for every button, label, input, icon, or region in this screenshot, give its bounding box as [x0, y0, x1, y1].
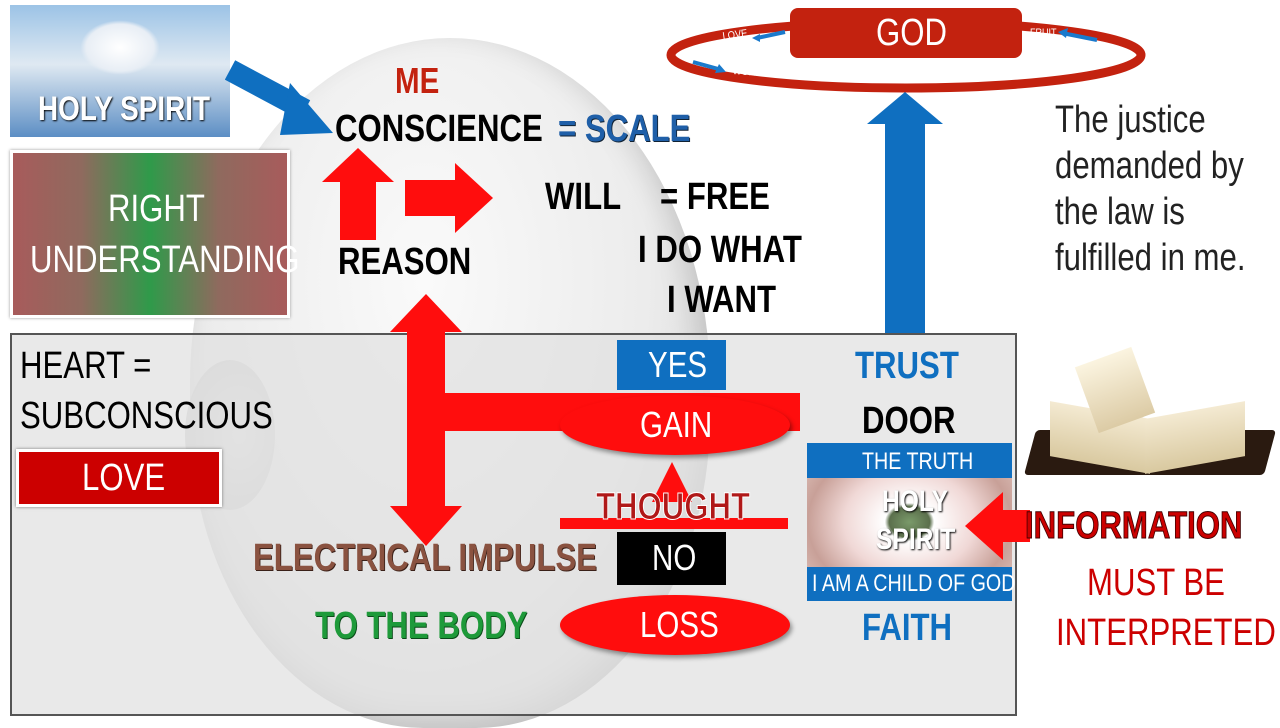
love-box: [16, 449, 222, 507]
gain-label: GAIN: [640, 404, 713, 445]
will-label: WILL: [545, 176, 622, 218]
love-label: LOVE: [82, 457, 166, 499]
fruit-arrow-icon: [1061, 31, 1098, 42]
do-what-label: I DO WHAT: [638, 229, 802, 271]
loss-label: LOSS: [640, 604, 719, 645]
scale-label: = SCALE: [558, 108, 691, 150]
yes-box: [617, 340, 726, 390]
information-label: INFORMATION: [1025, 505, 1243, 547]
heart-label: HEART =: [20, 345, 152, 387]
eye-holy-label: HOLY: [882, 485, 949, 518]
holy-spirit-image: [10, 5, 230, 137]
god-fruit: FRUIT: [1030, 27, 1057, 39]
dove-icon: [80, 20, 160, 75]
want-label: I WANT: [667, 279, 777, 321]
trust-up-arrow-shaft: [885, 122, 925, 334]
loss-ellipse: [560, 595, 790, 655]
reason-label: REASON: [338, 241, 472, 283]
right-label: RIGHT: [108, 188, 205, 230]
conscience-label: CONSCIENCE: [335, 108, 543, 150]
left-arrow-icon: [965, 492, 1003, 560]
god-box: [790, 8, 1022, 58]
gain-ellipse: [560, 395, 790, 455]
interpreted-label: INTERPRETED: [1056, 612, 1276, 654]
justice-line-2: demanded by: [1055, 145, 1244, 187]
the-truth-bar: [807, 443, 1012, 478]
holy-spirit-arrow-icon: [225, 60, 333, 135]
justice-line-3: the law is: [1055, 191, 1185, 233]
subconscious-label: SUBCONSCIOUS: [20, 395, 273, 437]
no-label: NO: [652, 537, 697, 578]
will-arrow-shaft: [405, 180, 457, 216]
up-arrow-icon: [322, 148, 394, 182]
me-label: ME: [395, 60, 440, 101]
yes-label: YES: [648, 344, 708, 385]
no-box: [617, 532, 726, 585]
the-truth-label: THE TRUTH: [862, 448, 974, 475]
thought-up-arrow-icon: [652, 462, 692, 502]
faith-label: FAITH: [862, 607, 953, 649]
justice-line-1: The justice: [1055, 99, 1206, 141]
trust-label: TRUST: [855, 345, 959, 387]
thought-label: THOUGHT: [596, 486, 751, 528]
to-the-body-label: TO THE BODY: [315, 605, 528, 647]
child-of-god-label: I AM A CHILD OF GOD: [812, 570, 1016, 597]
up-arrow-icon: [867, 92, 943, 124]
free-label: = FREE: [660, 176, 770, 218]
god-label: GOD: [876, 12, 947, 54]
child-of-god-bar: [807, 567, 1012, 601]
eye-spirit-label: SPIRIT: [876, 523, 956, 556]
bible-image: [1020, 346, 1277, 495]
thought-line: [560, 518, 788, 529]
holy-spirit-label: HOLY SPIRIT: [38, 90, 210, 128]
reason-up-arrow-shaft: [340, 180, 376, 240]
door-label: DOOR: [862, 400, 956, 442]
up-arrow-icon: [390, 294, 462, 332]
understanding-label: UNDERSTANDING: [30, 239, 300, 281]
right-arrow-icon: [455, 163, 493, 233]
justice-line-4: fulfilled in me.: [1055, 237, 1246, 279]
electrical-impulse-label: ELECTRICAL IMPULSE: [253, 537, 597, 579]
must-be-label: MUST BE: [1087, 562, 1225, 604]
information-arrow-shaft: [1000, 510, 1030, 542]
right-understanding-box: [10, 150, 290, 318]
down-arrow-icon: [390, 506, 462, 546]
